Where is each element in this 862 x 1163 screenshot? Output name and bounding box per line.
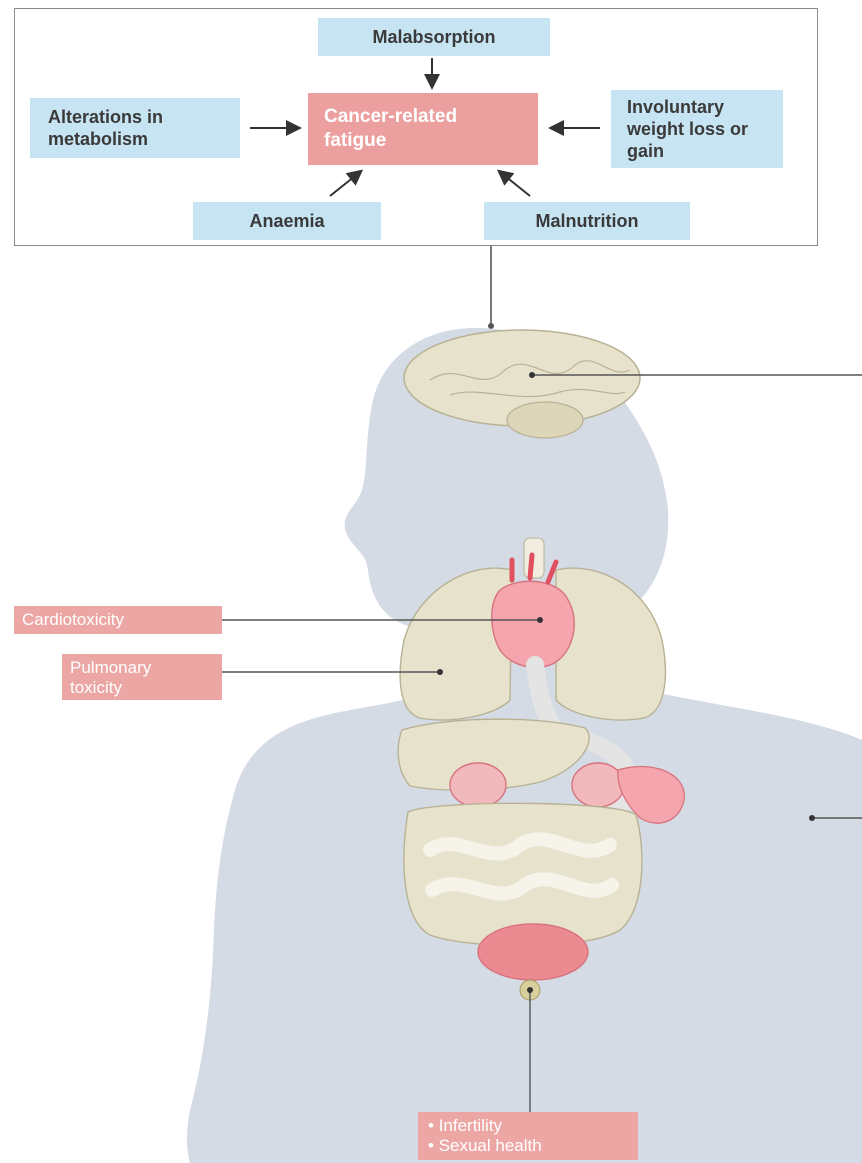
cardiotoxicity-label-box: Cardiotoxicity (14, 606, 222, 634)
pulmonary-label: Pulmonary toxicity (70, 658, 190, 698)
pulmonary-label-box: Pulmonary toxicity (62, 654, 222, 700)
arrow-malnutrition (500, 172, 530, 196)
infertility-label: Infertility (439, 1116, 502, 1135)
reproductive-label-box: • Infertility • Sexual health (418, 1112, 638, 1160)
arrow-anaemia (330, 172, 360, 196)
left-kidney (450, 763, 506, 807)
right-kidney (572, 763, 624, 807)
sexual-health-label: Sexual health (439, 1136, 542, 1155)
flow-arrows (250, 58, 600, 196)
cardiotoxicity-label: Cardiotoxicity (22, 610, 124, 629)
bladder-illustration (478, 924, 588, 980)
